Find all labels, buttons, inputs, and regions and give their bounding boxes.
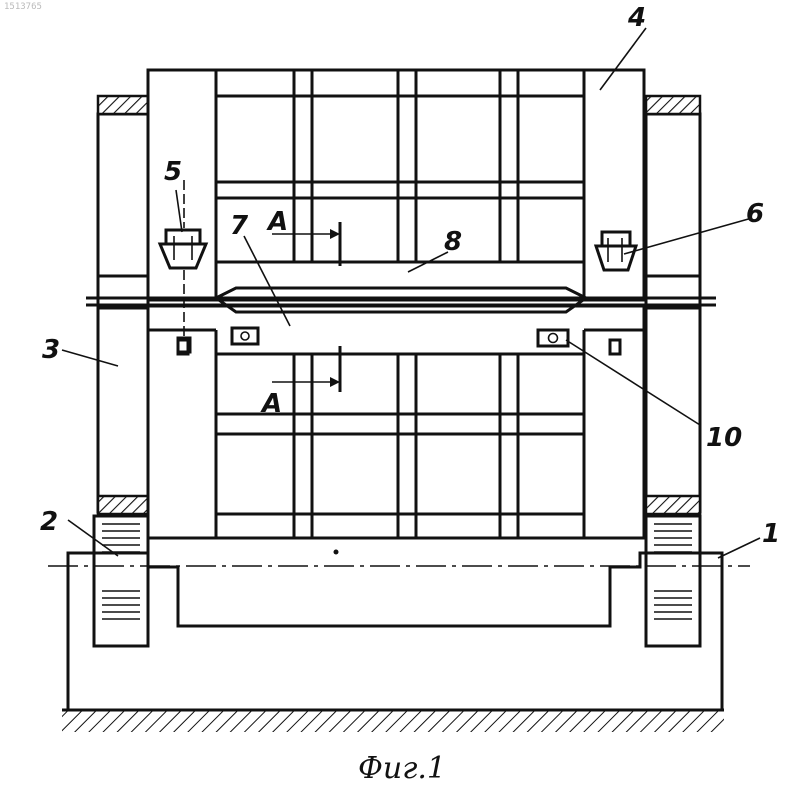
label-2: 2: [40, 507, 58, 537]
label-6: 6: [746, 199, 764, 229]
base-pit-outline: [68, 553, 722, 710]
lower-mold: [148, 306, 644, 538]
ground-hatch: [62, 710, 724, 732]
left-wheel-treads: [102, 524, 140, 619]
label-5: 5: [164, 157, 182, 187]
label-section-a-bottom: A: [260, 389, 282, 419]
label-1: 1: [762, 519, 780, 549]
right-wheel-treads: [654, 524, 692, 619]
corner-mark: 1513765: [4, 2, 42, 12]
figure-caption: Фиг.1: [358, 751, 446, 786]
clamp-5: [160, 180, 206, 352]
label-3: 3: [42, 335, 60, 365]
clamp-6: [596, 232, 636, 270]
label-8: 8: [444, 227, 462, 257]
label-10: 10: [706, 423, 742, 453]
label-section-a-top: A: [266, 207, 288, 237]
label-4: 4: [627, 3, 646, 33]
upper-mold: [148, 70, 644, 300]
label-7: 7: [230, 211, 249, 241]
